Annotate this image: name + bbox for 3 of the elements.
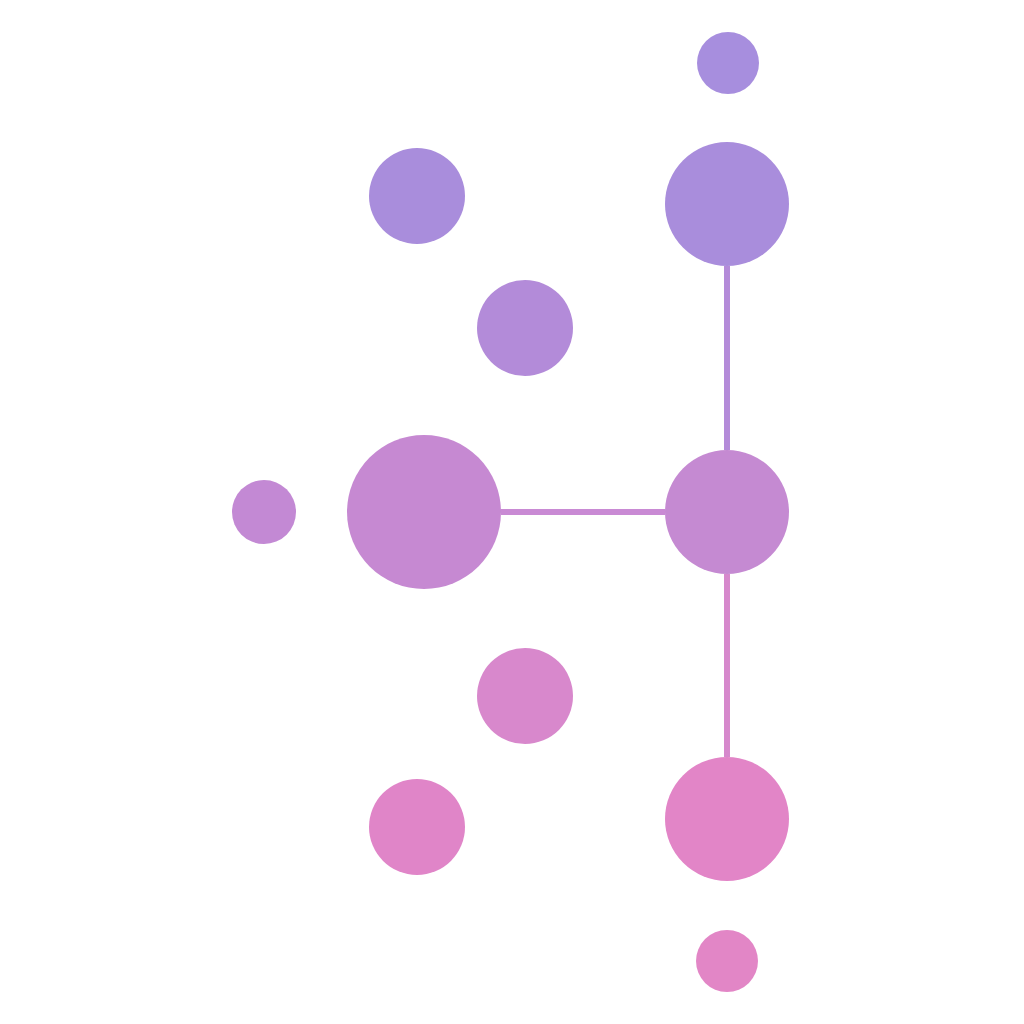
connector-line [724,574,730,757]
connector-line [724,266,730,450]
connector-line [501,509,665,515]
